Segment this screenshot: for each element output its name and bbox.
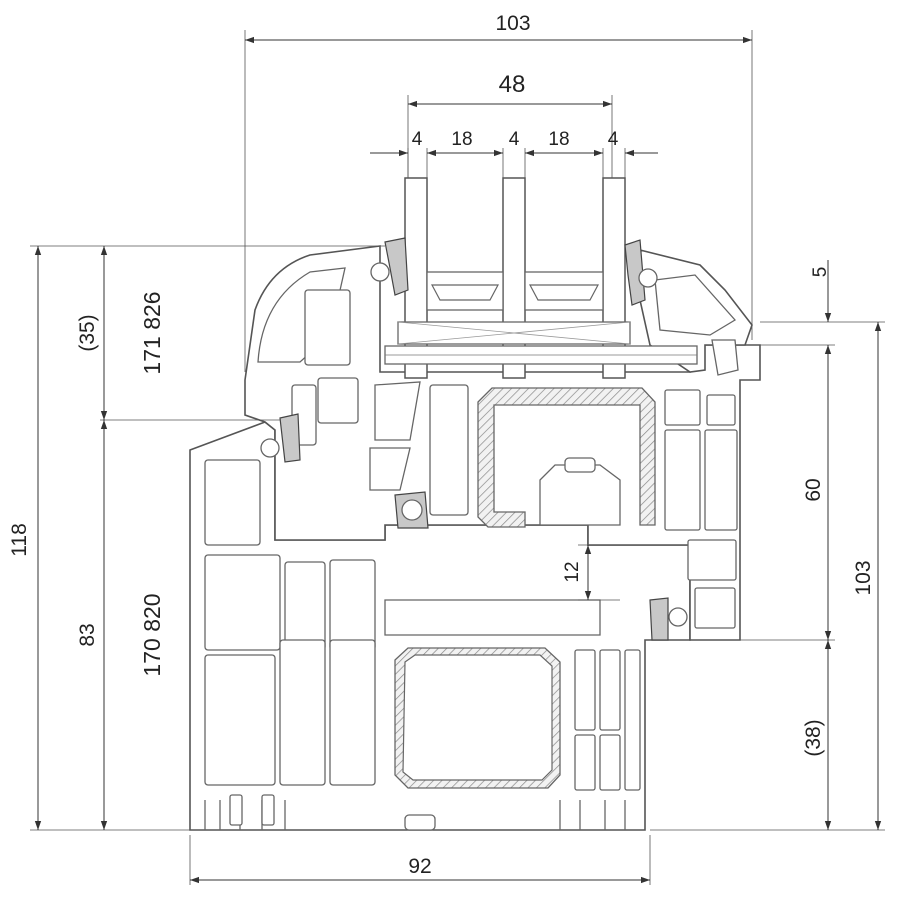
dim-middle-height: 60 [802, 478, 825, 501]
dim-bottom-paren: (38) [802, 719, 825, 756]
dim-pane-mid: 4 [509, 129, 520, 150]
frame-profile [189, 421, 691, 831]
dim-sash-height: (35) [76, 314, 99, 351]
dim-pane-left: 4 [412, 129, 423, 150]
dim-right-total: 103 [852, 560, 875, 595]
dim-frame-profile-code: 170 820 [139, 593, 165, 676]
dim-glass-pack: 48 [499, 71, 526, 98]
dim-rebate: 12 [562, 561, 583, 582]
triple-glazing-unit [384, 177, 698, 379]
dim-frame-height: 83 [76, 623, 99, 646]
dim-top-step: 5 [810, 267, 831, 278]
seal-gaskets [260, 237, 688, 641]
dim-bottom-width: 92 [408, 855, 431, 878]
dim-gap-right: 18 [548, 129, 569, 150]
dim-pane-right: 4 [608, 129, 619, 150]
dim-gap-left: 18 [451, 129, 472, 150]
dim-sash-profile-code: 171 826 [139, 291, 165, 374]
sash-profile [244, 245, 761, 641]
dim-overall-height: 118 [8, 523, 31, 556]
dim-overall-width-top: 103 [495, 12, 530, 35]
dimension-labels: 103 48 4 18 4 18 4 118 (35) 171 826 83 1… [8, 12, 875, 878]
dimension-lines [34, 36, 882, 884]
